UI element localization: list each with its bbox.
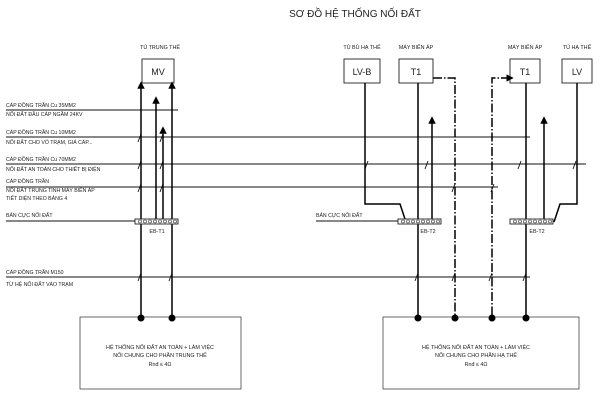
mv-header: TỦ TRUNG THẾ [140,44,180,51]
transformer-t1a: T1 [398,58,434,84]
conductor-1-line1: CÁP ĐỒNG TRẦN Cu 35MM2 [6,102,76,109]
lvb-panel: LV-B [343,58,381,84]
t1a-neutral [433,77,456,318]
t1a-header: MÁY BIẾN ÁP [399,44,434,51]
lv-header: TỦ HẠ THẾ [563,44,592,51]
transformer-t1b-label: T1 [520,67,531,77]
lvb-to-busbar [364,83,407,223]
crossing-ticks [137,133,577,193]
busbar-eb-t1-label: EB-T1 [149,229,164,235]
bottom-cable-line2: TỪ HỆ NỐI ĐẤT VÀO TRẠM [6,280,73,288]
diagram-title: SƠ ĐỒ HỆ THỐNG NỐI ĐẤT [289,6,421,20]
busbar-eb-t2-right: EB-T2 [509,218,554,235]
ground-system-mv: HỆ THỐNG NỐI ĐẤT AN TOÀN + LÀM VIỆC NỐI … [79,316,242,390]
lv-to-busbar [553,83,578,223]
conductor-4-line3: TIẾT DIỆN THEO BẢNG 4 [6,194,67,202]
busbar-eb-t2-left-label: EB-T2 [420,229,435,235]
lvb-header: TỦ BÙ HẠ THẾ [343,44,381,51]
mv-panel: MV [141,58,175,84]
conductor-4-line1: CÁP ĐỒNG TRẦN [6,178,49,185]
ground-system-lv: HỆ THỐNG NỐI ĐẤT AN TOÀN + LÀM VIỆC NỐI … [382,316,580,390]
lv-panel-label: LV [572,67,582,77]
mv-panel-label: MV [151,67,165,77]
transformer-t1a-label: T1 [411,67,422,77]
conductor-4-line2: NỐI ĐẤT TRUNG TÍNH MÁY BIẾN ÁP [6,187,95,194]
ground-system-lv-line1: HỆ THỐNG NỐI ĐẤT AN TOÀN + LÀM VIỆC [422,343,530,351]
ground-connection-dots [137,314,530,322]
busbar-label-left: BẢN CỰC NỐI ĐẤT [6,212,53,219]
lvb-panel-label: LV-B [353,67,372,77]
busbar-eb-t2-left: EB-T2 [397,218,442,235]
busbar-eb-t2-right-label: EB-T2 [529,229,544,235]
t1b-header: MÁY BIẾN ÁP [508,44,543,51]
t1b-neutral [491,74,514,318]
ground-system-mv-line1: HỆ THỐNG NỐI ĐẤT AN TOÀN + LÀM VIỆC [106,343,214,351]
ground-system-mv-line2: NỐI CHUNG CHO PHẦN TRUNG THẾ [113,352,207,359]
conductor-2-line1: CÁP ĐỒNG TRẦN Cu 10MM2 [6,129,76,136]
ground-system-lv-line3: Rnđ ≤ 4Ω [465,362,488,368]
busbar-label-right: BẢN CỰC NỐI ĐẤT [316,212,363,219]
bottom-cable-line1: CÁP ĐỒNG TRẦN M150 [6,269,64,276]
ground-system-lv-line2: NỐI CHUNG CHO PHẦN HẠ THẾ [435,352,517,359]
bottom-cable-ticks [137,272,527,282]
conductor-3-line2: NỐI ĐẤT AN TOÀN CHO THIẾT BỊ ĐIỆN [6,165,101,173]
transformer-t1b: T1 [509,58,541,84]
conductor-3-line1: CÁP ĐỒNG TRẦN Cu 70MM2 [6,156,76,163]
conductor-2-line2: NỐI ĐẤT CHO VỎ TRẠM, GIÁ CÁP... [6,139,92,146]
conductor-1-line2: NỐI ĐẤT ĐẦU CÁP NGẦM 24KV [6,111,83,118]
ground-system-mv-line3: Rnđ ≤ 4Ω [149,362,172,368]
lv-panel: LV [561,58,593,84]
busbar-eb-t1: EB-T1 [134,218,179,235]
